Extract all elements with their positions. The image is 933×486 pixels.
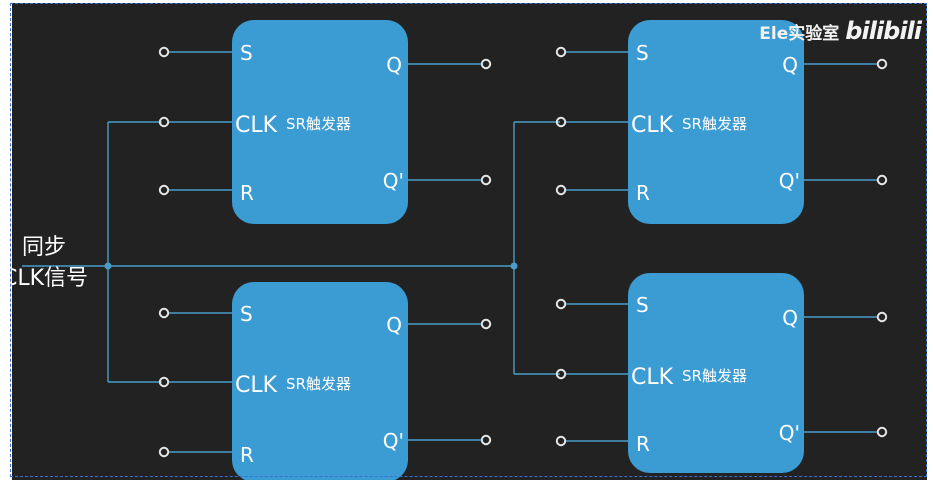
ff-tr-r-terminal [555,184,567,196]
ff-tr-title: SR触发器 [682,115,747,133]
clock-label-line1: 同步 [22,235,67,260]
ff-bl-qbar-terminal [480,434,492,446]
ff-bl-q-terminal [480,318,492,330]
ff-bl-title: SR触发器 [286,375,351,393]
ff-tl-s-terminal [158,46,170,58]
ff-bl-label-qbar: Q' [383,429,404,453]
ff-tr-label-clk: CLK [631,113,674,138]
ff-br-qbar-terminal [876,426,888,438]
ff-tr-label-s: S [636,41,649,65]
ff-tr-label-qbar: Q' [779,169,800,193]
ff-bl-block [232,282,408,480]
ff-tr-block [628,20,804,224]
ff-br-label-q: Q [782,306,798,330]
ff-tr-qbar-terminal [876,174,888,186]
ff-tl-q-terminal [480,58,492,70]
ff-tl-label-r: R [240,181,254,205]
ff-bl-s-terminal [158,307,170,319]
ff-br-r-terminal [555,435,567,447]
ff-bl-label-clk: CLK [235,373,278,398]
ff-br-q-terminal [876,311,888,323]
ff-tl-qbar-terminal [480,174,492,186]
ff-tl-title: SR触发器 [286,115,351,133]
ff-br-label-clk: CLK [631,365,674,390]
ff-bl-label-s: S [240,302,253,326]
bilibili-watermark: Ele实验室 bilibili [759,17,922,45]
ff-tl-label-qbar: Q' [383,169,404,193]
ff-br-label-qbar: Q' [779,421,800,445]
ff-tl-label-s: S [240,41,253,65]
ff-tr-s-terminal [555,46,567,58]
diagram-canvas: S CLK SR触发器 R Q Q' S CLK SR触发器 R Q Q' S CLK SR触发器 R Q Q' S… [12,3,927,480]
ff-br-label-s: S [636,293,649,317]
ff-br-block [628,273,804,473]
ff-tl-label-q: Q [386,53,402,77]
ff-br-s-terminal [555,298,567,310]
ff-bl-label-q: Q [386,313,402,337]
ff-br-clk-terminal [555,368,567,380]
ff-bl-clk-terminal [158,376,170,388]
ff-tr-label-q: Q [782,53,798,77]
ff-tr-label-r: R [636,181,650,205]
ff-tr-clk-terminal [555,116,567,128]
ff-bl-r-terminal [158,446,170,458]
circuit-diagram: S CLK SR触发器 R Q Q' S CLK SR触发器 R Q Q' S CLK SR触发器 R Q Q' S… [22,20,888,480]
ff-tl-block [232,20,408,224]
watermark-channel: Ele实验室 [759,23,840,44]
ff-tl-r-terminal [158,184,170,196]
ff-tr-q-terminal [876,58,888,70]
bilibili-logo: bilibili [845,17,922,45]
ff-bl-label-r: R [240,443,254,467]
clock-label-line2: CLK信号 [2,266,89,291]
ff-tl-label-clk: CLK [235,113,278,138]
ff-tl-clk-terminal [158,116,170,128]
ff-br-label-r: R [636,432,650,456]
ff-br-title: SR触发器 [682,367,747,385]
